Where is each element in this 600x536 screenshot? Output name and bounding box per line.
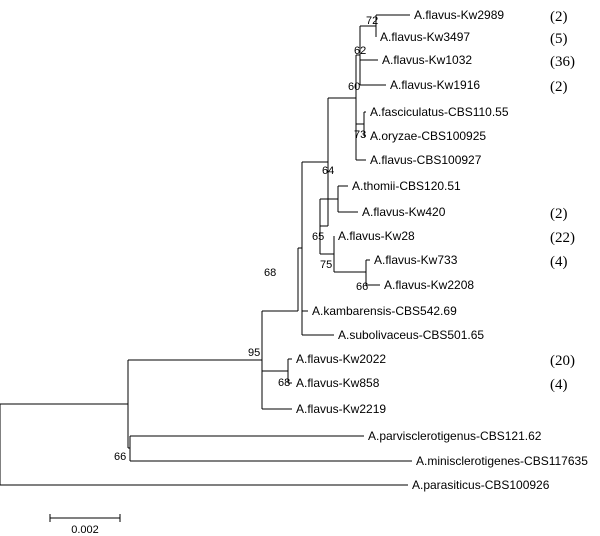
- taxon-label-t16: A.flavus-Kw858: [296, 376, 380, 390]
- taxon-label-t7: A.flavus-CBS100927: [370, 153, 482, 167]
- bootstrap-value: 65: [312, 231, 324, 243]
- taxon-label-t14: A.subolivaceus-CBS501.65: [338, 328, 484, 342]
- isolate-count-t2: (5): [550, 31, 568, 47]
- bootstrap-value: 60: [348, 81, 360, 93]
- bootstrap-value: 72: [366, 15, 378, 27]
- taxon-label-t1: A.flavus-Kw2989: [414, 8, 504, 22]
- bootstrap-value: 62: [354, 45, 366, 57]
- taxon-label-t19: A.minisclerotigenes-CBS117635: [416, 454, 588, 468]
- taxon-label-t17: A.flavus-Kw2219: [296, 402, 386, 416]
- taxon-label-t15: A.flavus-Kw2022: [296, 352, 386, 366]
- scale-bar-label: 0.002: [71, 524, 99, 536]
- isolate-count-t15: (20): [550, 353, 575, 369]
- bootstrap-value: 66: [356, 281, 368, 293]
- taxon-label-t2: A.flavus-Kw3497: [380, 30, 470, 44]
- bootstrap-value: 95: [248, 347, 260, 359]
- taxon-label-t8: A.thomii-CBS120.51: [352, 179, 461, 193]
- bootstrap-value: 73: [354, 129, 366, 141]
- isolate-count-t10: (22): [550, 230, 575, 246]
- bootstrap-value: 64: [322, 165, 334, 177]
- taxon-label-t18: A.parvisclerotigenus-CBS121.62: [368, 429, 542, 443]
- isolate-count-t9: (2): [550, 206, 568, 222]
- bootstrap-value: 68: [278, 377, 290, 389]
- taxon-label-t9: A.flavus-Kw420: [362, 205, 446, 219]
- bootstrap-value: 68: [264, 267, 276, 279]
- taxon-label-t4: A.flavus-Kw1916: [390, 78, 480, 92]
- taxon-label-t11: A.flavus-Kw733: [374, 253, 458, 267]
- bootstrap-value: 66: [114, 451, 126, 463]
- taxon-label-t20: A.parasiticus-CBS100926: [412, 478, 550, 492]
- isolate-count-t3: (36): [550, 54, 575, 70]
- bootstrap-value: 75: [320, 259, 332, 271]
- taxon-label-t6: A.oryzae-CBS100925: [370, 129, 486, 143]
- isolate-count-t1: (2): [550, 9, 568, 25]
- taxon-label-t13: A.kambarensis-CBS542.69: [312, 304, 457, 318]
- taxon-label-t12: A.flavus-Kw2208: [384, 278, 474, 292]
- taxon-label-t5: A.fasciculatus-CBS110.55: [370, 105, 509, 119]
- taxon-label-t10: A.flavus-Kw28: [338, 229, 415, 243]
- isolate-count-t4: (2): [550, 79, 568, 95]
- isolate-count-t16: (4): [550, 377, 568, 393]
- isolate-count-t11: (4): [550, 254, 568, 270]
- taxon-label-t3: A.flavus-Kw1032: [382, 53, 472, 67]
